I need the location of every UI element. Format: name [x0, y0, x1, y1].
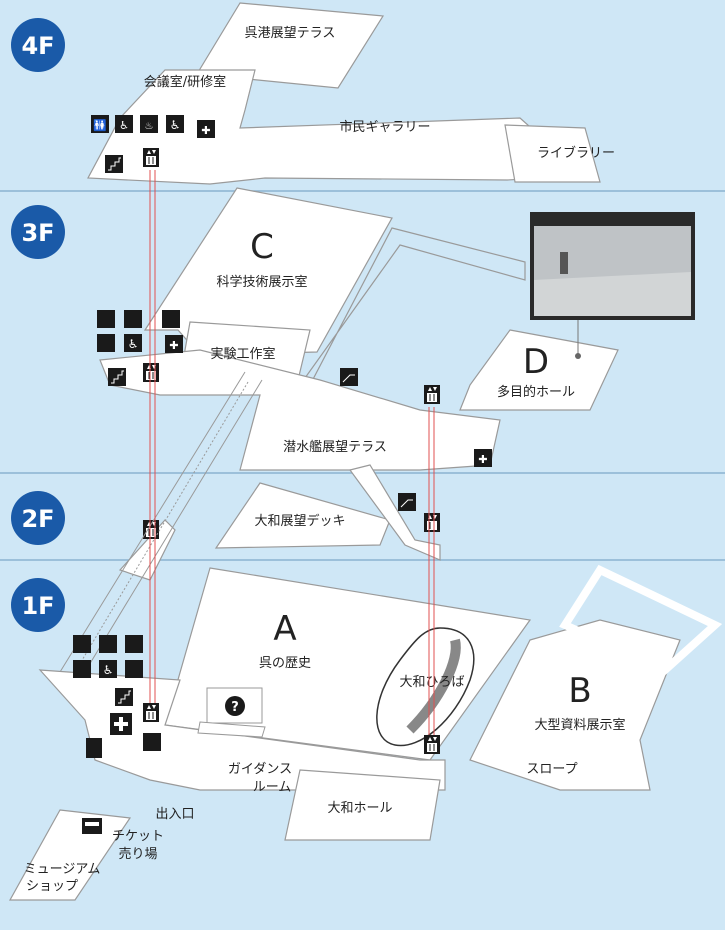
svg-text:♿: ♿: [128, 337, 139, 351]
slope-label: スロープ: [526, 762, 577, 777]
floor-3f: [99, 187, 619, 471]
yamato-hall-label: 大和ホール: [327, 801, 392, 816]
ticket-label-1: チケット: [112, 829, 164, 844]
toilet-family-icon-4f: 🚻: [91, 115, 109, 133]
elevator-icon-1f-right: [423, 734, 441, 755]
citizen-gallery-label: 市民ギャラリー: [339, 119, 430, 135]
svg-text:3F: 3F: [21, 219, 54, 247]
elevator-icon-2f-left: [142, 519, 160, 540]
zone-c-label: C: [250, 227, 274, 267]
toilet-family-icon-3f: [97, 310, 115, 328]
svg-text:✚: ✚: [478, 453, 487, 466]
escalator-icon-2f: [398, 493, 416, 511]
museum-shop-label-2: ショップ: [26, 879, 78, 894]
aed-icon-3f: ✚: [165, 335, 183, 353]
svg-text:♿: ♿: [119, 119, 129, 132]
wheelchair-icon-1f: ♿: [99, 660, 117, 678]
slope-path: [559, 564, 723, 675]
floor-1f: [8, 564, 723, 901]
elevator-icon-3f-left: [142, 362, 160, 383]
zone-a-label: A: [273, 609, 296, 649]
first-aid-icon-1f: [110, 713, 132, 735]
nursing-room-icon-3f: [97, 334, 115, 352]
floor-2f: [118, 464, 441, 581]
wheelchair-icon-3f: ♿: [124, 334, 142, 352]
aed-icon-4f: ✚: [197, 120, 215, 138]
yamato-deck-area: [214, 482, 391, 549]
multipurpose-hall-label: 多目的ホール: [497, 384, 575, 400]
kure-terrace-area: [195, 2, 385, 89]
svg-text:♨: ♨: [145, 121, 154, 132]
escalator-icon-3f: [340, 368, 358, 386]
stairs-icon-3f: [108, 368, 126, 386]
svg-text:🚻: 🚻: [93, 119, 107, 132]
2f-escalator-ramp: [348, 464, 441, 561]
zone-b-label: B: [568, 671, 591, 711]
svg-text:4F: 4F: [21, 32, 54, 60]
stairs-icon-4f: [105, 155, 123, 173]
museum-shop-label-1: ミュージアム: [24, 862, 101, 877]
large-exhibit-label: 大型資料展示室: [534, 717, 625, 733]
locker-icon-1f: [125, 660, 143, 678]
aed-icon-3f-terrace: ✚: [474, 449, 492, 467]
submarine-terrace-area: [99, 349, 501, 471]
floor-badge-4f[interactable]: 4F: [11, 18, 65, 72]
multipurpose-hall-photo[interactable]: [530, 212, 695, 359]
elevator-shaft-right: [428, 407, 435, 735]
guidance-room-label-2: ルーム: [253, 780, 292, 795]
zone-d-label: D: [523, 342, 549, 382]
yamato-deck-label: 大和展望デッキ: [254, 513, 345, 529]
nursing-room-icon-1f: [73, 660, 91, 678]
svg-text:1F: 1F: [21, 592, 54, 620]
baby-care-icon-1f: [125, 635, 143, 653]
toilet-icon-3f: [124, 310, 142, 328]
entrance-label: 出入口: [155, 807, 194, 822]
floor-badge-3f[interactable]: 3F: [11, 205, 65, 259]
ticket-label-2: 売り場: [118, 846, 157, 862]
information-icon[interactable]: ?: [206, 687, 263, 724]
yamato-model: [376, 627, 475, 747]
floor-badge-2f[interactable]: 2F: [11, 491, 65, 545]
ticket-machine-icon: [82, 818, 102, 834]
elevator-shaft-left: [149, 170, 156, 703]
yamato-plaza-label: 大和ひろば: [399, 675, 464, 690]
library-area: [504, 124, 601, 183]
meeting-room-label: 会議室/研修室: [144, 74, 226, 90]
toilet-icon-4f: ♿: [115, 115, 133, 133]
elevator-icon-2f-right: [423, 512, 441, 533]
elevator-icon-3f-right: [423, 384, 441, 405]
svg-text:✚: ✚: [169, 339, 178, 352]
svg-text:2F: 2F: [21, 505, 54, 533]
toilet-family-icon-1f: [73, 635, 91, 653]
wheelchair-icon-4f: ♿: [166, 115, 184, 133]
svg-text:♿: ♿: [103, 663, 114, 677]
submarine-terrace-label: 潜水艦展望テラス: [283, 439, 387, 455]
elevator-icon-4f: [142, 147, 160, 168]
large-exhibit-area: [469, 619, 681, 791]
fire-extinguisher-icon-1f: [86, 738, 102, 758]
lab-label: 実験工作室: [210, 346, 275, 362]
floor-badge-1f[interactable]: 1F: [11, 578, 65, 632]
yamato-hall-area: [284, 769, 441, 841]
elevator-icon-1f-left: [142, 702, 160, 723]
kure-terrace-label: 呉港展望テラス: [245, 25, 336, 41]
svg-text:♿: ♿: [170, 118, 181, 132]
science-hall-label: 科学技術展示室: [216, 274, 307, 290]
svg-text:✚: ✚: [201, 124, 210, 137]
toilet-icon-1f: [99, 635, 117, 653]
baby-care-icon-3f: [162, 310, 180, 328]
floor-4f: [87, 2, 601, 185]
baby-care-icon-4f: ♨: [140, 115, 158, 133]
locker-icon-1f-b: [143, 733, 161, 751]
kure-history-label: 呉の歴史: [259, 656, 311, 671]
library-label: ライブラリー: [537, 145, 615, 161]
guidance-room-label-1: ガイダンス: [228, 762, 292, 777]
svg-text:?: ?: [231, 700, 239, 715]
info-counter: [197, 721, 266, 738]
stairs-icon-1f: [115, 688, 133, 706]
